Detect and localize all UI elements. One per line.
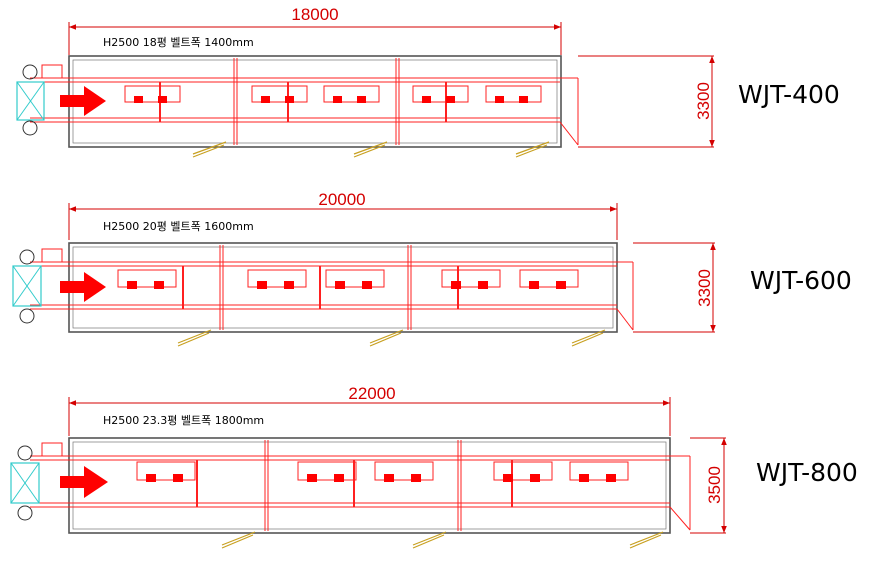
wash-unit: [247, 269, 307, 289]
conveyor-frame: [30, 58, 579, 146]
spec-label: H2500 18평 벨트폭 1400mm: [103, 36, 254, 49]
length-label: 18000: [291, 5, 338, 24]
wash-unit: [297, 461, 357, 482]
layout-wjt-800: 22000 H2500 23.3평 벨트폭 1800mm: [10, 384, 858, 549]
length-label: 20000: [318, 190, 365, 209]
conveyor-frame: [30, 440, 691, 531]
width-label: 3500: [705, 466, 724, 504]
spec-label: H2500 20평 벨트폭 1600mm: [103, 220, 254, 233]
model-label: WJT-400: [738, 80, 840, 109]
wash-unit: [519, 269, 579, 289]
guide-rail: [177, 329, 606, 347]
width-label: 3300: [694, 82, 713, 120]
length-label: 22000: [348, 384, 395, 403]
wash-unit: [493, 461, 553, 482]
width-label: 3300: [695, 269, 714, 307]
direction-arrow: [60, 272, 106, 302]
length-dimension: 20000: [68, 190, 618, 240]
wash-unit: [485, 85, 542, 103]
entry-section: [16, 64, 63, 136]
spec-label: H2500 23.3평 벨트폭 1800mm: [103, 414, 264, 427]
direction-arrow: [60, 466, 108, 498]
model-label: WJT-600: [750, 266, 852, 295]
guide-rail: [192, 141, 550, 158]
entry-section: [10, 442, 63, 521]
wash-unit: [117, 269, 177, 289]
direction-arrow: [60, 86, 106, 116]
entry-section: [12, 248, 63, 324]
wash-unit: [251, 85, 308, 103]
model-label: WJT-800: [756, 458, 858, 487]
wash-unit: [325, 269, 385, 289]
guide-rail: [221, 531, 664, 549]
conveyor-frame: [30, 245, 634, 331]
length-dimension: 22000: [68, 384, 671, 436]
width-dimension: 3300: [578, 55, 715, 148]
wash-unit: [323, 85, 380, 103]
wash-unit: [124, 85, 181, 103]
wash-unit: [569, 461, 629, 482]
width-dimension: 3300: [633, 242, 716, 333]
length-dimension: 18000: [68, 5, 562, 55]
layout-wjt-400: 18000 H2500 18평 벨트폭 1400mm: [16, 5, 840, 158]
layout-wjt-600: 20000 H2500 20평 벨트폭 1600mm: [12, 190, 852, 347]
wash-unit: [374, 461, 434, 482]
building-outline: [68, 437, 671, 534]
width-dimension: 3500: [690, 437, 727, 534]
wash-unit: [441, 269, 501, 289]
wash-unit: [412, 85, 469, 103]
wash-unit: [136, 461, 196, 482]
